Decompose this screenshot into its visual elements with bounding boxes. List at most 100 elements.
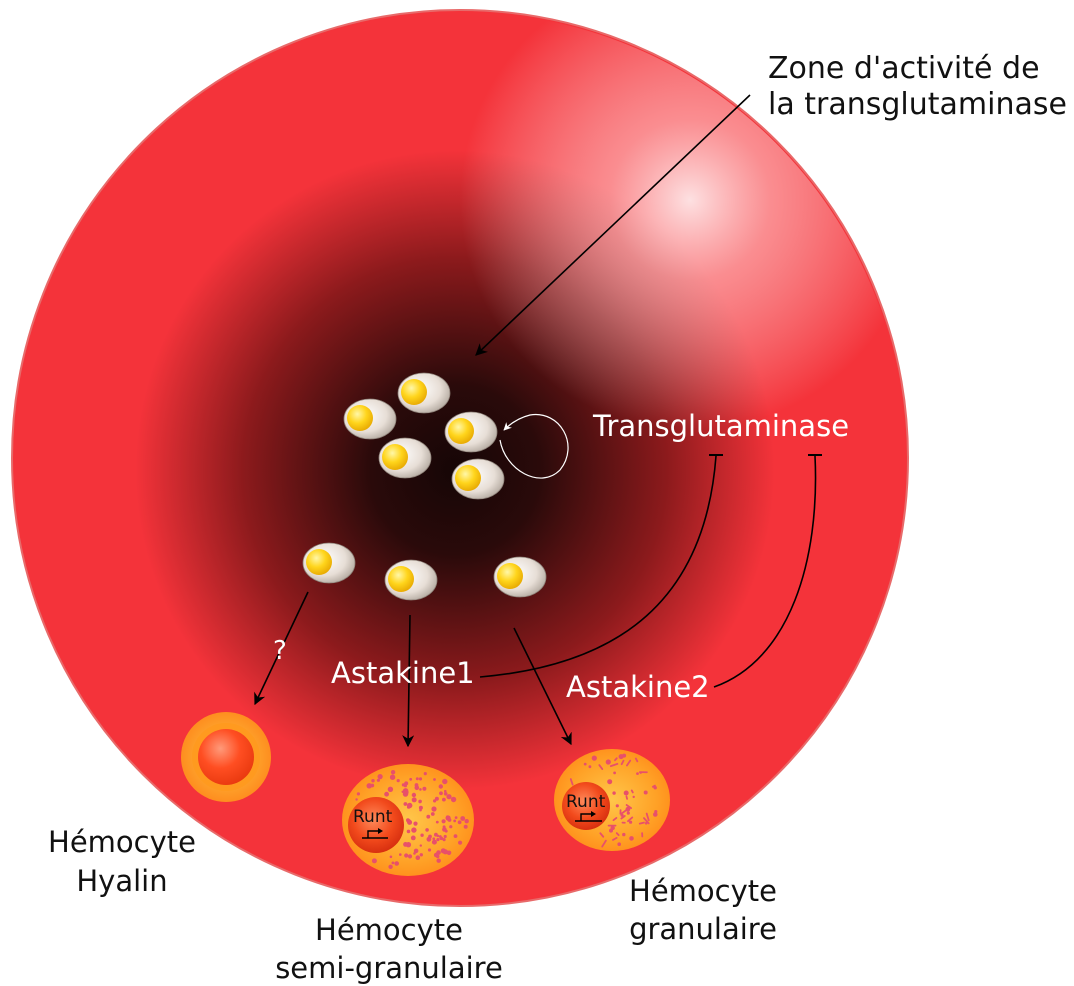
granule xyxy=(442,778,448,785)
astakine1-label: Astakine1 xyxy=(331,656,475,690)
hyalin-label-line2: Hyalin xyxy=(76,864,167,898)
granule xyxy=(614,757,618,762)
granule xyxy=(440,848,446,854)
semi-label-line2: semi-granulaire xyxy=(275,951,503,985)
granule xyxy=(443,834,447,839)
granule xyxy=(418,799,422,804)
granule xyxy=(464,819,469,824)
granule xyxy=(388,864,393,869)
granule xyxy=(394,861,400,866)
runt-promoter-semi xyxy=(362,830,388,839)
semi-label-line1: Hémocyte xyxy=(315,913,463,947)
progenitor-cell-gran xyxy=(493,556,547,598)
runt-promoter-gran xyxy=(575,813,602,822)
granule xyxy=(453,819,457,823)
granule xyxy=(634,757,639,763)
granule xyxy=(641,832,644,838)
arrow-to-semi xyxy=(402,614,415,748)
granule xyxy=(419,788,422,791)
granule xyxy=(433,778,436,781)
granule xyxy=(439,791,443,796)
granule xyxy=(583,762,587,766)
granule xyxy=(617,842,621,846)
granule xyxy=(414,785,420,791)
granule xyxy=(615,804,619,808)
granule xyxy=(404,853,409,858)
granule xyxy=(632,795,635,799)
granule xyxy=(355,798,358,801)
granule xyxy=(643,817,650,825)
granule xyxy=(431,806,437,812)
granule xyxy=(610,825,615,831)
granule xyxy=(653,812,658,817)
granule xyxy=(612,836,618,841)
granule xyxy=(607,779,613,785)
granule xyxy=(371,858,377,864)
granule xyxy=(454,816,458,819)
granule xyxy=(612,791,616,795)
granule xyxy=(588,765,592,769)
granule xyxy=(442,838,446,842)
granule xyxy=(431,839,437,845)
granule xyxy=(645,812,650,822)
stem-cell xyxy=(451,458,505,500)
stem-cell xyxy=(397,372,451,414)
granule xyxy=(618,754,624,760)
stem-cell xyxy=(378,437,432,479)
tissue-highlight xyxy=(14,12,906,904)
transglutaminase-label: Transglutaminase xyxy=(592,409,849,443)
astakine1-inhibition-line xyxy=(479,455,717,678)
granule xyxy=(403,784,407,788)
granule xyxy=(399,853,402,856)
granule xyxy=(601,839,607,848)
runt-label-gran: Runt xyxy=(566,792,606,812)
granule xyxy=(415,855,421,860)
granule xyxy=(621,821,626,824)
gran-label-line1: Hémocyte xyxy=(629,874,777,908)
granule xyxy=(413,821,418,826)
granule xyxy=(446,794,452,800)
granule xyxy=(377,774,383,780)
progenitor-cell-hyalin xyxy=(302,542,356,584)
granule xyxy=(418,777,423,781)
granule xyxy=(591,755,597,761)
granule xyxy=(627,816,634,823)
granule xyxy=(458,840,463,845)
granule xyxy=(426,814,431,819)
granule xyxy=(620,809,628,815)
granule xyxy=(457,820,462,825)
granule xyxy=(411,827,417,833)
granule xyxy=(654,810,658,814)
granule xyxy=(406,829,411,834)
granule xyxy=(620,759,625,766)
arrow-to-gran xyxy=(513,627,572,746)
granule xyxy=(626,759,632,767)
granule xyxy=(401,790,404,793)
self-renewal-arrow xyxy=(499,413,569,479)
hyalin-label-line1: Hémocyte xyxy=(48,825,196,859)
granule xyxy=(419,844,422,847)
granule xyxy=(609,762,619,768)
granule xyxy=(444,829,448,833)
granule xyxy=(643,790,648,795)
granule xyxy=(605,759,611,765)
granule xyxy=(447,818,452,822)
granule xyxy=(629,820,633,824)
granule xyxy=(403,789,409,795)
granule xyxy=(436,850,441,855)
granule xyxy=(387,786,394,792)
granule xyxy=(376,778,380,782)
granule xyxy=(407,854,413,859)
granule xyxy=(439,836,444,841)
granule xyxy=(434,796,439,801)
granule xyxy=(653,786,657,790)
granule xyxy=(410,835,416,841)
granule xyxy=(444,789,447,793)
granule xyxy=(463,824,468,829)
granule xyxy=(415,777,419,781)
granule xyxy=(622,832,626,837)
granule xyxy=(598,764,604,770)
hemocyte-semi-granular-cell xyxy=(342,764,474,876)
runt-label-semi: Runt xyxy=(353,807,393,827)
